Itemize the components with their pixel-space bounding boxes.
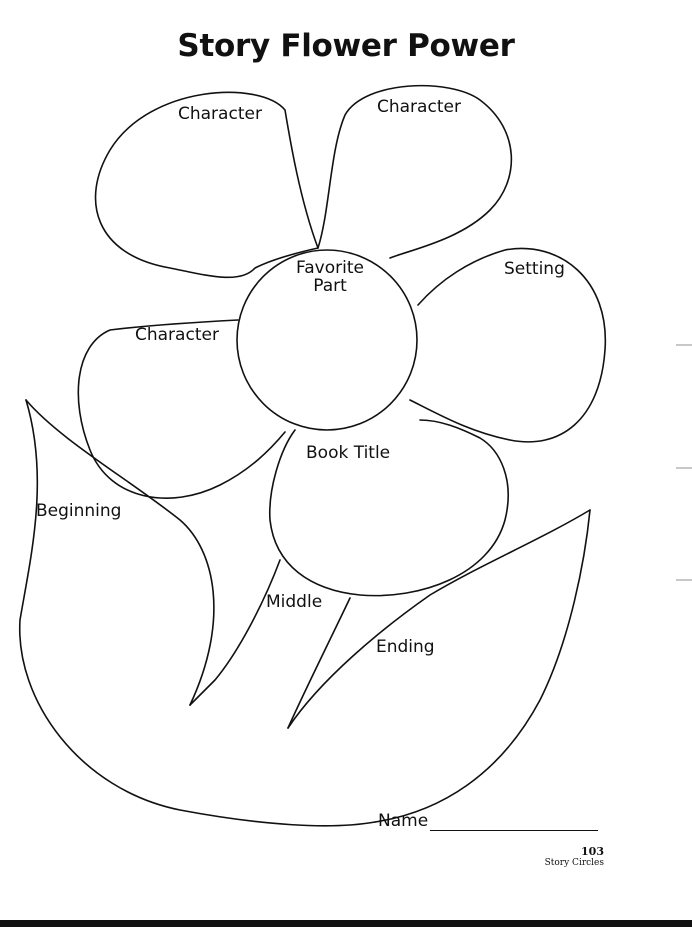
petal-left bbox=[77, 319, 286, 499]
leaf-left-inner bbox=[25, 399, 215, 706]
petal-label-right: Setting bbox=[504, 259, 565, 279]
stem-left bbox=[189, 559, 281, 706]
petal-label-top-left: Character bbox=[178, 104, 262, 124]
center-label-line1: Favorite bbox=[296, 258, 364, 278]
scan-border-bottom bbox=[0, 920, 692, 927]
leaf-left bbox=[19, 399, 376, 827]
petal-label-top-right: Character bbox=[377, 97, 461, 117]
stem-label: Middle bbox=[266, 592, 323, 612]
name-write-line[interactable] bbox=[430, 810, 599, 831]
petal-bottom bbox=[269, 419, 509, 597]
petal-top-right bbox=[317, 84, 513, 259]
leaf-label-right: Ending bbox=[376, 637, 435, 657]
center-label: Favorite Part bbox=[290, 258, 370, 296]
name-label: Name bbox=[378, 811, 429, 831]
name-field[interactable]: Name bbox=[378, 810, 599, 831]
leaf-label-left: Beginning bbox=[36, 501, 122, 521]
petal-label-left: Character bbox=[135, 325, 219, 345]
worksheet-title: Story Flower Power bbox=[177, 28, 515, 64]
leaf-right-inner bbox=[287, 509, 591, 729]
petal-label-bottom: Book Title bbox=[306, 443, 391, 463]
stem-right bbox=[287, 597, 351, 729]
center-label-line2: Part bbox=[313, 275, 347, 296]
flower-center bbox=[236, 249, 418, 431]
leaf-right-outer bbox=[374, 509, 591, 823]
petal-right bbox=[409, 247, 607, 443]
page-number: 103 bbox=[581, 845, 604, 858]
book-name: Story Circles bbox=[544, 858, 604, 868]
petal-top-left bbox=[94, 91, 319, 279]
